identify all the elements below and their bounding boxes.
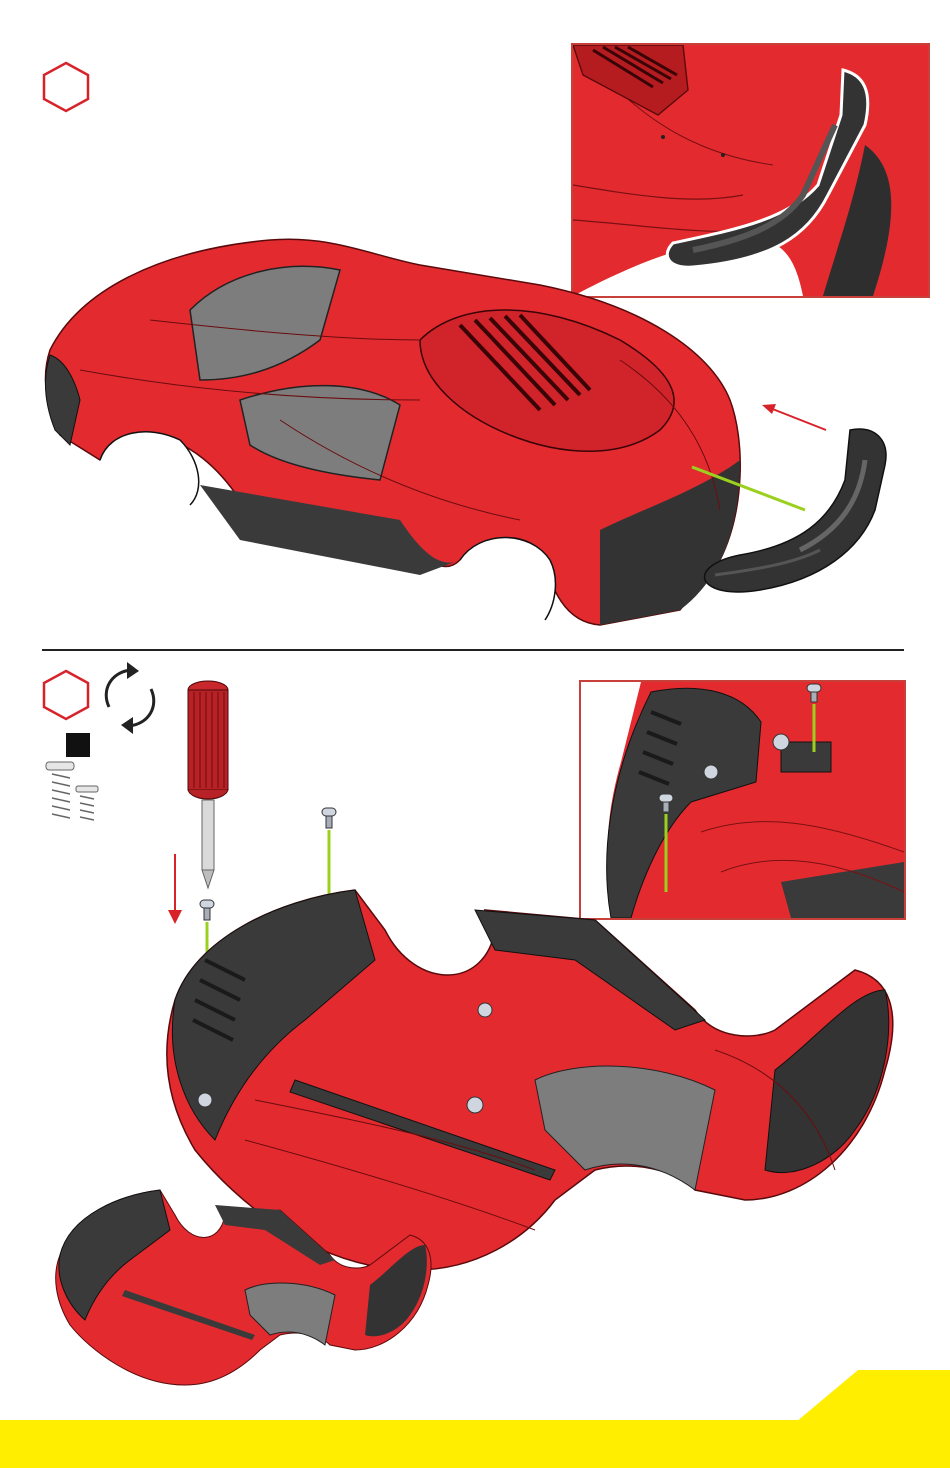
rotate-icon [97, 662, 163, 734]
car-body-illustration-top [40, 230, 760, 630]
rear-wing-part [700, 420, 900, 620]
screw-parts-icon [44, 760, 104, 822]
step-divider [42, 649, 904, 651]
step-b-hexagon-icon [42, 669, 90, 721]
footer-band [0, 1420, 950, 1468]
step-a-hexagon-icon [42, 61, 90, 113]
page-corner-tab [796, 1370, 950, 1422]
screwdriver-icon [178, 676, 238, 891]
quantity-square-icon [66, 733, 90, 757]
car-underside-thumbnail [50, 1185, 435, 1405]
